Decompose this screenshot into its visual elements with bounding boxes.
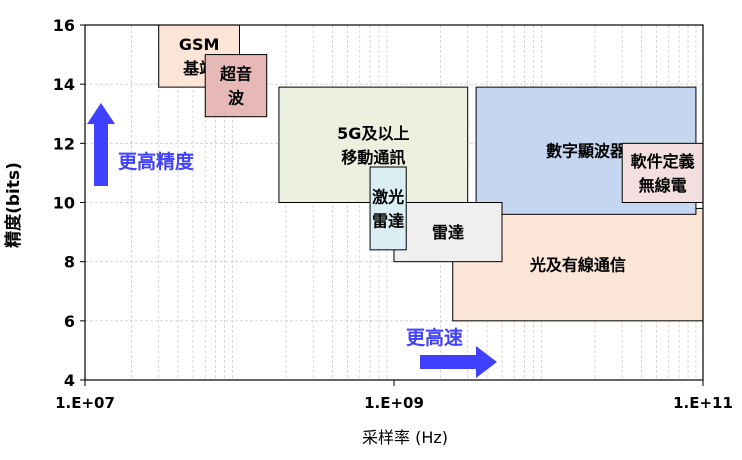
region-label: 雷達 (372, 211, 404, 230)
region-label: 5G及以上 (337, 124, 409, 143)
y-tick-label: 10 (53, 194, 75, 213)
y-tick-label: 4 (64, 371, 75, 390)
speed-annotation: 更高速 (406, 326, 463, 349)
region-label: 光及有線通信 (529, 256, 626, 275)
precision-arrow-icon (87, 103, 115, 186)
region: 超音波 (204, 54, 268, 118)
y-tick-label: 6 (64, 312, 75, 331)
x-tick-label: 1.E+07 (55, 394, 115, 412)
region-label: 軟件定義 (631, 152, 695, 171)
speed-arrow-icon (420, 346, 497, 378)
region-box (393, 202, 503, 263)
y-tick-label: 16 (53, 16, 75, 35)
precision-annotation: 更高精度 (118, 150, 195, 173)
region-label: 激光 (372, 187, 404, 206)
y-axis-title: 精度(bits) (3, 162, 24, 248)
region-label: GSM (179, 35, 220, 54)
region-label: 無線電 (639, 176, 687, 195)
y-tick-label: 14 (53, 75, 75, 94)
region-layer: 光及有線通信數字顯波器軟件定義無線電5G及以上移動通訊雷達激光雷達GSM基站超音… (158, 24, 704, 322)
region: 雷達 (393, 202, 503, 263)
x-axis-title: 采样率 (Hz) (362, 428, 448, 447)
x-tick-label: 1.E+11 (673, 394, 733, 412)
y-tick-label: 12 (53, 134, 75, 153)
region-label: 超音 (219, 65, 252, 84)
axis-layer: 4 6 8 10 12 14 16 1.E+07 1.E+09 1.E+11 (53, 16, 733, 412)
region-label: 數字顯波器 (546, 142, 627, 161)
y-tick-label: 8 (64, 253, 75, 272)
region-box (204, 54, 268, 118)
region-box (369, 166, 407, 251)
region-label: 移動通訊 (341, 148, 405, 167)
region-label: 波 (228, 89, 245, 108)
x-tick-label: 1.E+09 (364, 394, 424, 412)
region-label: 雷達 (432, 223, 464, 242)
region-box (621, 142, 704, 203)
